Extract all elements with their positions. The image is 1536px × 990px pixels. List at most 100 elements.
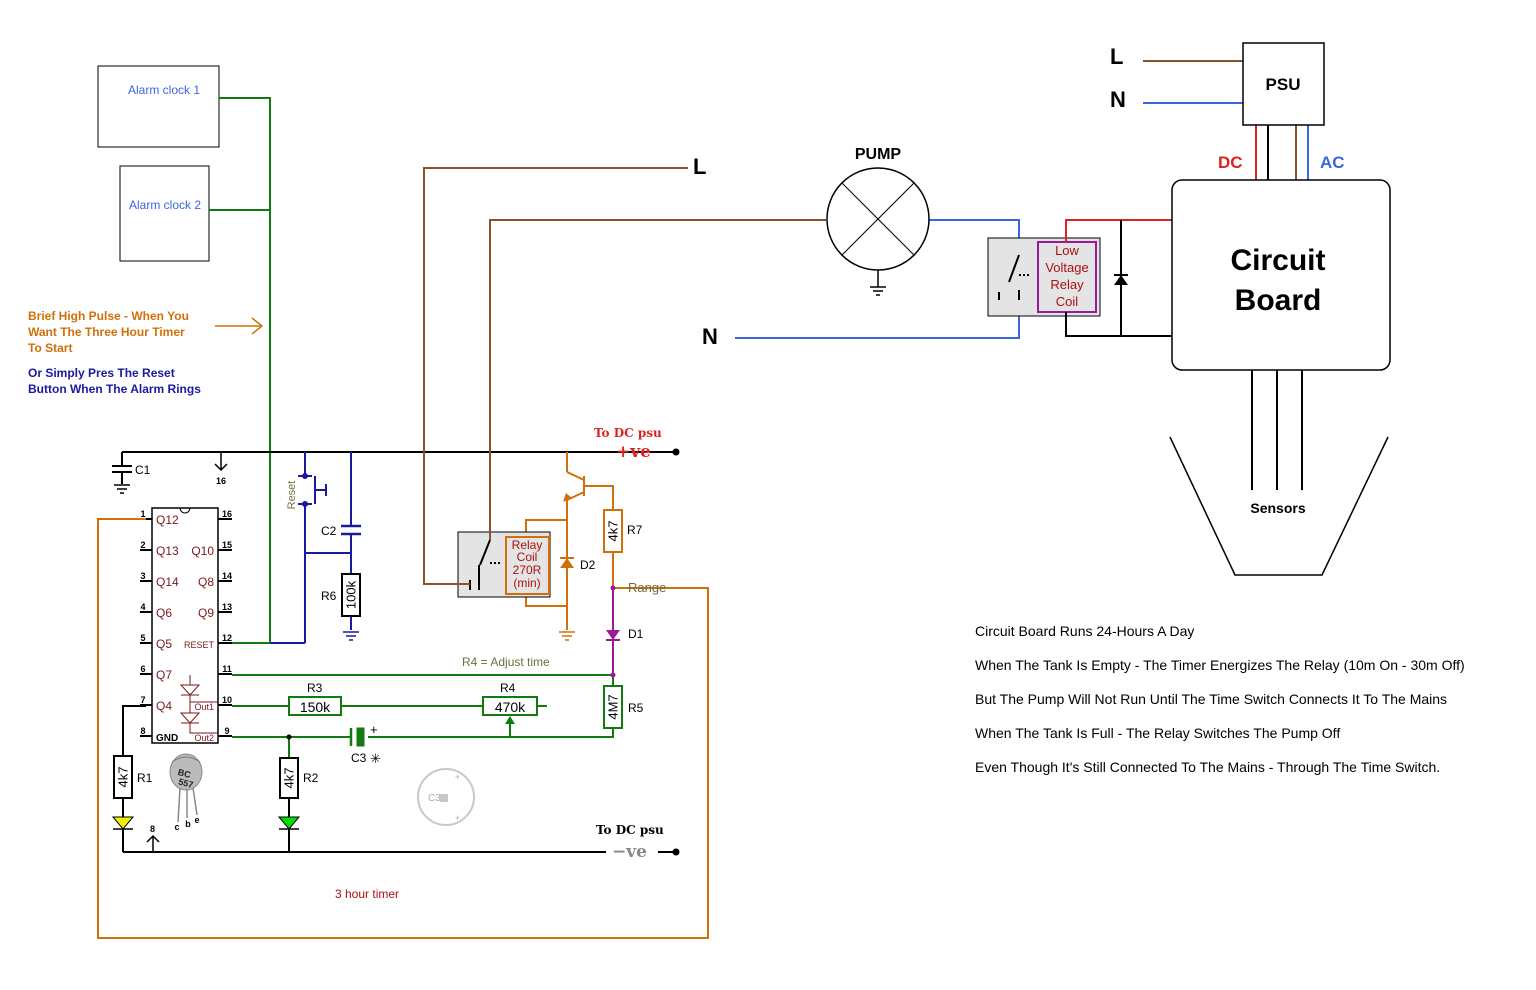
- supply-positive-title: To DC psu: [594, 426, 662, 440]
- ic-pin-number: 13: [222, 602, 232, 612]
- ic-pin-number: 3: [140, 571, 145, 581]
- range-label: Range: [628, 580, 666, 595]
- ic-pin-label: Q9: [198, 606, 214, 620]
- resistor-r7: 4k7: [603, 509, 623, 553]
- ic-pin-label: Out1: [194, 702, 214, 712]
- positive-rail: To DC psu +ve: [122, 426, 680, 462]
- ic-pin-number: 4: [140, 602, 145, 612]
- c1-label: C1: [135, 463, 151, 477]
- c3-label: C3: [351, 751, 367, 765]
- capacitor-c1: [112, 452, 132, 484]
- relay-coil-line-4: (min): [513, 576, 540, 590]
- pin16-ref: 16: [216, 476, 226, 486]
- c3-icon-plus-bottom: +: [455, 813, 460, 823]
- note-reset-line-1: Or Simply Pres The Reset: [28, 366, 175, 380]
- r5-label: R5: [628, 701, 644, 715]
- supply-negative-title: To DC psu: [596, 823, 664, 837]
- alarm-clock-2-label: Alarm clock 2: [129, 198, 201, 212]
- ic-pin-label: Q6: [156, 606, 172, 620]
- relay-module: Relay Coil 270R (min): [457, 531, 551, 598]
- r6-label: R6: [321, 589, 337, 603]
- r2-value: 4k7: [282, 768, 297, 789]
- ic-pin-label: GND: [156, 733, 178, 744]
- led-r1-branch: [122, 705, 290, 852]
- pin8-ref: 8: [150, 824, 155, 834]
- negative-rail: To DC psu −ve: [123, 823, 680, 862]
- ic-notch: [179, 507, 191, 514]
- note-pulse-line-3: To Start: [28, 341, 72, 355]
- ic-pin-number: 7: [140, 695, 145, 705]
- lv-relay-line-4: Coil: [1056, 294, 1079, 309]
- circuit-board: Circuit Board: [1171, 179, 1391, 371]
- led-green-icon: [277, 816, 301, 830]
- lv-relay-line-1: Low: [1055, 243, 1079, 258]
- water-tank: Sensors: [1169, 436, 1389, 576]
- reset-network: [270, 452, 352, 644]
- r6-value: 100k: [344, 580, 359, 609]
- resistor-r2: 4k7: [279, 757, 299, 799]
- d1-label: D1: [628, 627, 644, 641]
- c3-plus: +: [370, 722, 378, 737]
- relay-coil-box: [505, 536, 550, 595]
- r1-value: 4k7: [116, 767, 131, 788]
- psu-dc-label: DC: [1218, 153, 1243, 172]
- r7-value: 4k7: [606, 521, 621, 542]
- ic-pin-label: Q8: [198, 575, 214, 589]
- ic-pin-label: RESET: [184, 640, 215, 650]
- psu: PSU: [1242, 42, 1325, 126]
- description-line-3: But The Pump Will Not Run Until The Time…: [975, 691, 1447, 707]
- psu-box: [1242, 42, 1325, 126]
- resistor-r4: 470k: [482, 696, 538, 716]
- r4-value: 470k: [495, 699, 526, 715]
- alarm-wires: [209, 97, 271, 644]
- description-line-2: When The Tank Is Empty - The Timer Energ…: [975, 657, 1465, 673]
- tank-outline: [1169, 436, 1389, 576]
- relay-coil-line-3: 270R: [513, 563, 542, 577]
- resistor-r1: 4k7: [113, 755, 133, 799]
- r4-note: R4 = Adjust time: [462, 655, 550, 669]
- note-reset-line-2: Button When The Alarm Rings: [28, 382, 201, 396]
- mains-l-label: L: [693, 154, 706, 179]
- pump-label: PUMP: [855, 146, 902, 163]
- transistor-pin-c: c: [174, 822, 179, 832]
- ic-pin-number: 1: [140, 509, 145, 519]
- ic-pin-13: 13 Q9: [198, 602, 232, 620]
- alarm-clock-2-box: [119, 165, 210, 262]
- circuit-board-line-2: Board: [1235, 284, 1322, 317]
- ic-pin-label: Q10: [191, 544, 214, 558]
- c3-icon-plus-top: +: [455, 772, 460, 782]
- circuit-board-box: [1171, 179, 1391, 371]
- reset-label: Reset: [286, 481, 298, 510]
- c2-label: C2: [321, 524, 337, 538]
- timer-caption: 3 hour timer: [335, 887, 399, 901]
- ic-body: [151, 507, 219, 744]
- ic-pin-label: Out2: [194, 733, 214, 743]
- lv-relay-line-2: Voltage: [1045, 260, 1088, 275]
- r1-label: R1: [137, 771, 153, 785]
- c3-star: ✳: [370, 751, 381, 766]
- wiper-arrow-icon: [505, 716, 515, 724]
- r7-label: R7: [627, 523, 643, 537]
- ic-pin-number: 6: [140, 664, 145, 674]
- ic-pin-number: 11: [222, 664, 232, 674]
- relay-coil-line-1: Relay: [512, 538, 543, 552]
- r5-value: 4M7: [606, 694, 621, 719]
- timing-network: [232, 674, 614, 758]
- pulse-arrow-icon: [215, 317, 264, 335]
- c3-icon-label: C3: [428, 793, 441, 804]
- pin16-arrow-icon: [214, 452, 228, 472]
- note-pulse-line-1: Brief High Pulse - When You: [28, 309, 189, 323]
- transistor-bc557-icon: [169, 753, 203, 823]
- psu-n-label: N: [1110, 87, 1126, 112]
- led-yellow-icon: [111, 816, 135, 830]
